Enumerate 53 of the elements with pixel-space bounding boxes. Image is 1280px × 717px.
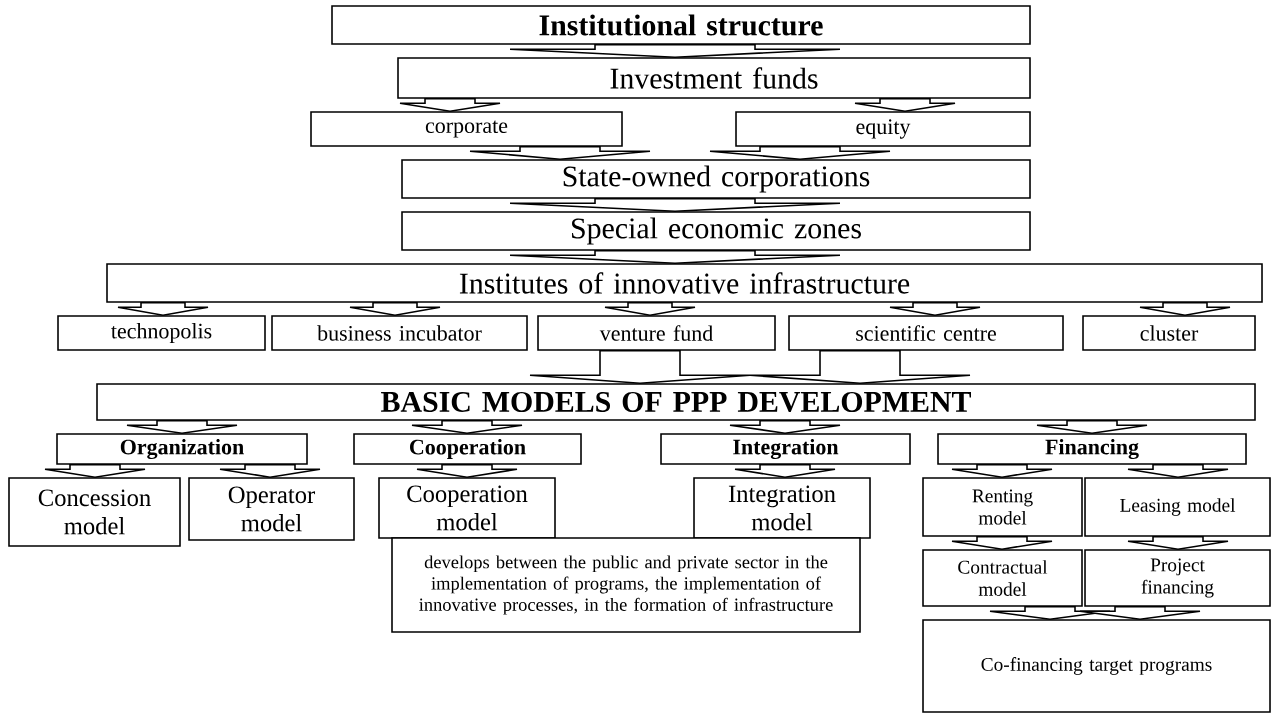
process-box: technopolis	[57, 315, 266, 351]
process-box: Co-financing target programs	[922, 619, 1271, 713]
process-box: Project financing	[1084, 549, 1271, 607]
block-arrow	[44, 464, 146, 479]
process-box: Financing	[937, 433, 1247, 465]
process-box: Integration model	[693, 477, 871, 539]
block-arrow	[349, 302, 441, 317]
block-arrow	[1127, 464, 1229, 479]
block-arrow	[509, 44, 841, 58]
process-box: Renting model	[922, 477, 1083, 537]
block-arrow	[411, 420, 523, 434]
block-arrow	[1127, 536, 1229, 550]
block-arrow	[854, 98, 956, 112]
block-arrow	[117, 302, 209, 317]
block-arrow	[529, 350, 751, 384]
process-box: cluster	[1082, 315, 1256, 351]
block-arrow	[749, 350, 971, 384]
process-box: venture fund	[537, 315, 776, 351]
block-arrow	[889, 302, 981, 317]
process-box: Leasing model	[1084, 477, 1271, 537]
process-box: Institutes of innovative infrastructure	[106, 263, 1263, 303]
process-box: State-owned corporations	[401, 159, 1031, 199]
process-box: business incubator	[271, 315, 528, 351]
process-box: Institutional structure	[331, 5, 1031, 45]
process-box: Organization	[56, 433, 308, 465]
process-box: BASIC MODELS OF PPP DEVELOPMENT	[96, 383, 1256, 421]
process-box: Special economic zones	[401, 211, 1031, 251]
process-box: Concession model	[8, 477, 181, 547]
block-arrow	[604, 302, 696, 317]
process-box: scientific centre	[788, 315, 1064, 351]
block-arrow	[509, 250, 841, 264]
block-arrow	[509, 198, 841, 212]
block-arrow	[219, 464, 321, 479]
block-arrow	[399, 98, 501, 112]
process-box: equity	[735, 111, 1031, 147]
block-arrow	[1079, 606, 1201, 620]
process-box: Integration	[660, 433, 911, 465]
process-box: corporate	[310, 111, 623, 147]
process-box: Contractual model	[922, 549, 1083, 607]
block-arrow	[1139, 302, 1231, 317]
process-box: Operator model	[188, 477, 355, 541]
block-arrow	[729, 420, 841, 434]
block-arrow	[1036, 420, 1148, 434]
block-arrow	[951, 536, 1053, 550]
process-box: Cooperation model	[378, 477, 556, 539]
process-box: Investment funds	[397, 57, 1031, 99]
block-arrow	[416, 464, 518, 479]
block-arrow	[734, 464, 836, 479]
block-arrow	[709, 146, 891, 160]
block-arrow	[126, 420, 238, 434]
block-arrow	[951, 464, 1053, 479]
process-box: Cooperation	[353, 433, 582, 465]
block-arrow	[469, 146, 651, 160]
